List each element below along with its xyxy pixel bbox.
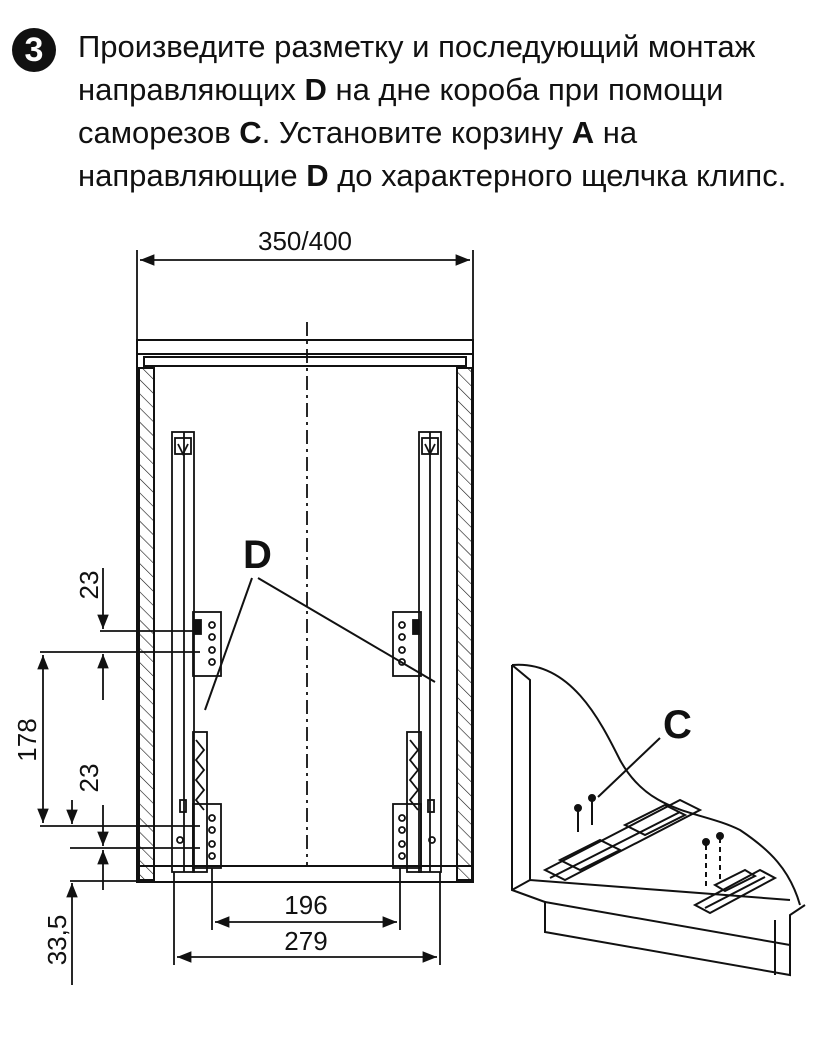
left-vertical-dimensions [37, 568, 200, 985]
right-wall [456, 367, 473, 881]
dim-196-label: 196 [284, 890, 327, 920]
instruction-bold-letter: A [571, 115, 595, 150]
label-d: D [243, 533, 272, 577]
dim-33-5-label: 33,5 [42, 915, 72, 966]
dim-178-label: 178 [12, 718, 42, 761]
dimension-width [136, 250, 474, 340]
dim-width-label: 350/400 [258, 226, 352, 256]
right-guide-rail [392, 431, 442, 873]
dim-23-bottom-label: 23 [74, 764, 104, 793]
instruction-segment: на дне короба при помощи саморезов [78, 72, 724, 150]
leader-d-left [204, 577, 253, 711]
instruction-segment: на направляющие [78, 115, 638, 193]
bottom-horizontal-dimensions [173, 868, 441, 965]
leader-c [597, 737, 661, 798]
instruction-bold-letter: D [304, 72, 327, 107]
perspective-detail-view [511, 663, 806, 977]
label-d-group: D [204, 533, 436, 711]
instruction-segment: до характерного щелчка клипс. [328, 158, 787, 193]
cabinet-outline [136, 339, 474, 883]
instruction-text: Произведите разметку и последующий монта… [78, 25, 818, 197]
leader-d-right [257, 577, 436, 683]
instruction-bold-letter: C [239, 115, 262, 150]
screws-c [574, 794, 724, 890]
step-number-badge: 3 [12, 28, 56, 72]
left-wall [138, 367, 155, 881]
cabinet-front-view [136, 322, 474, 883]
instruction-segment: . Установите корзину [261, 115, 572, 150]
top-rail [143, 356, 467, 367]
instruction-bold-letter: D [306, 158, 329, 193]
dim-23-top-label: 23 [74, 571, 104, 600]
label-c: C [663, 703, 692, 747]
instruction-segment: Произведите разметку и последующий монта… [78, 29, 756, 107]
dim-279-label: 279 [284, 926, 327, 956]
